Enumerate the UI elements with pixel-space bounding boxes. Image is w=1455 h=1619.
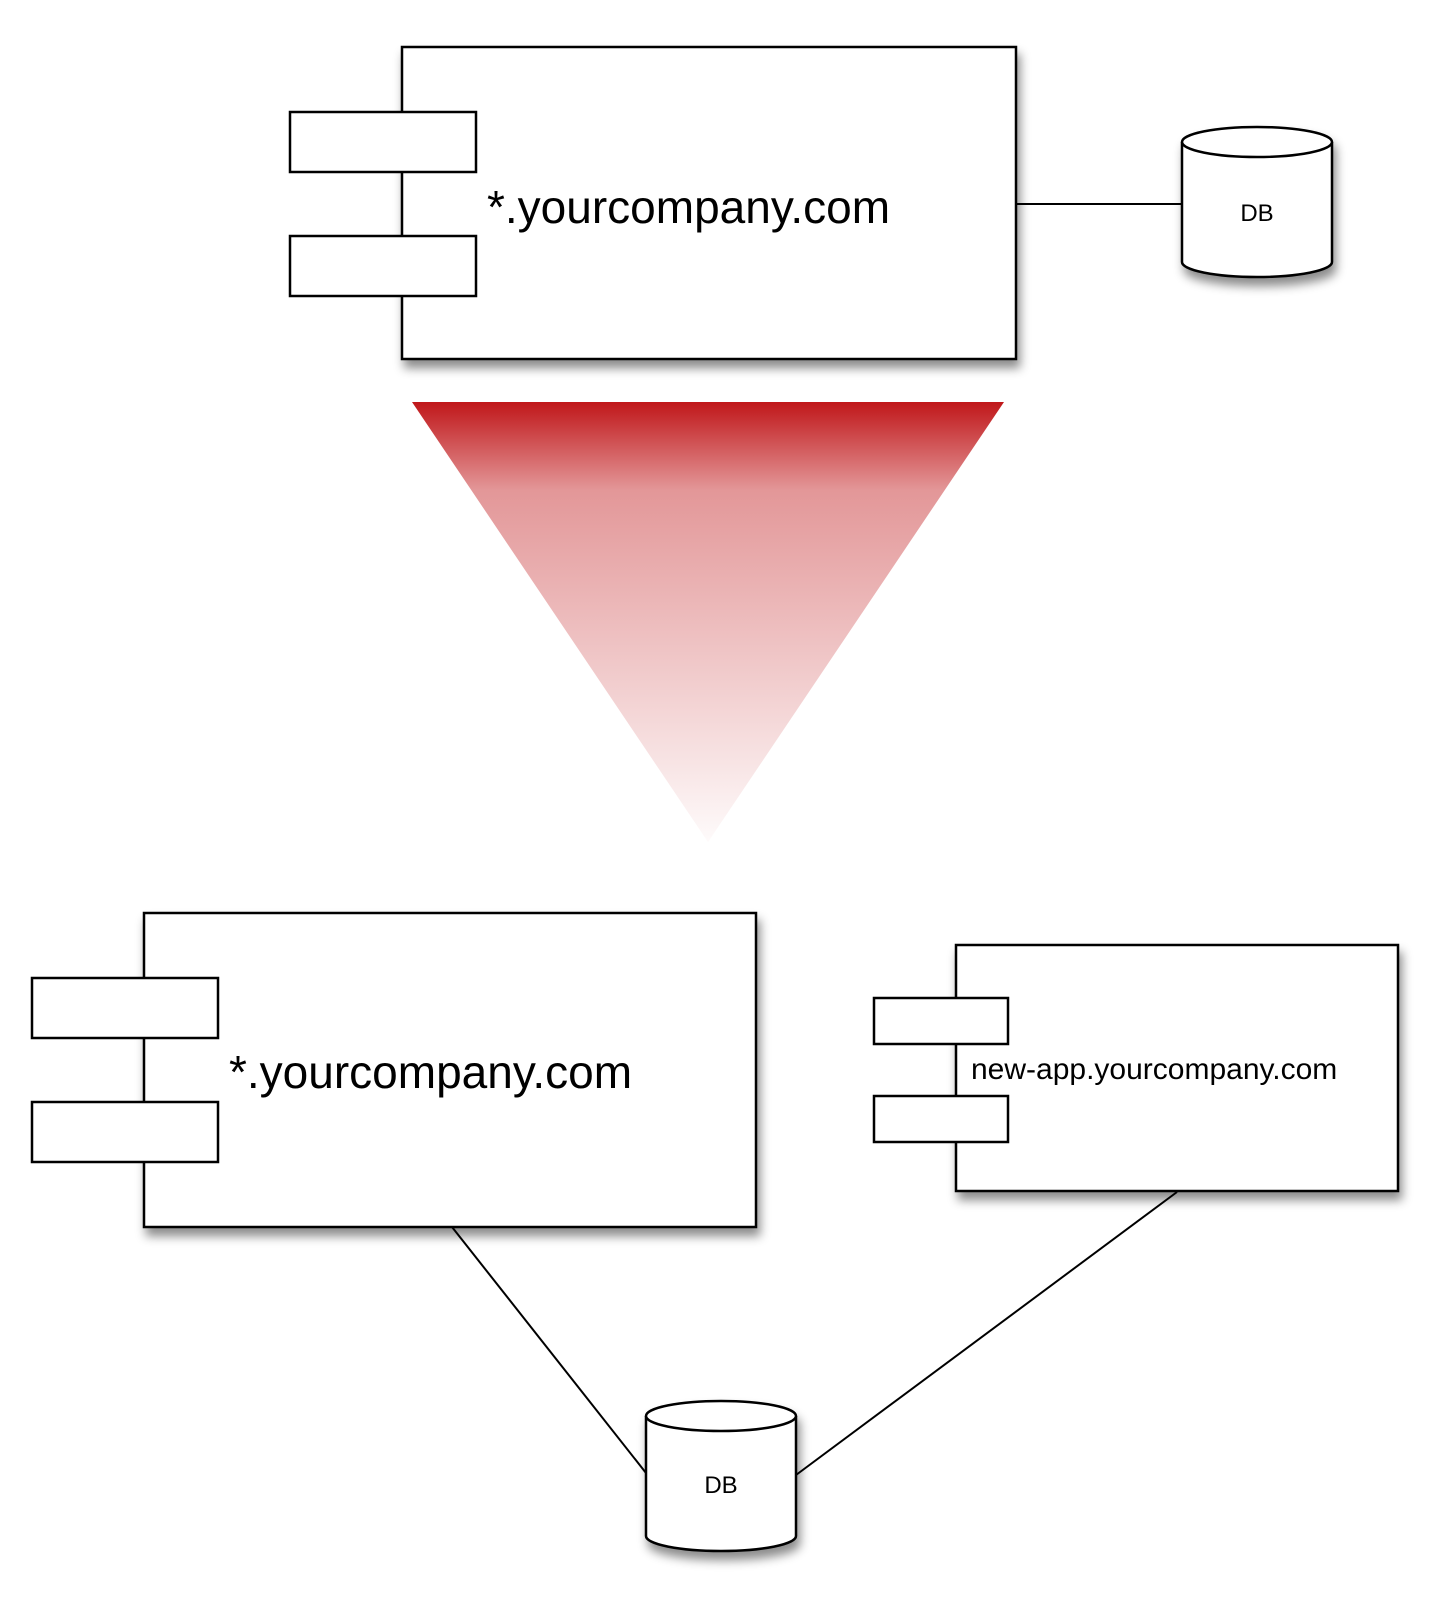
after-db-label: DB (704, 1472, 737, 1499)
after-component-left[interactable]: *.yourcompany.com (30, 911, 758, 1229)
before-component-box (400, 45, 1018, 361)
component-port-icon (30, 1100, 220, 1164)
before-component-label: *.yourcompany.com (487, 181, 890, 233)
before-database[interactable] (1180, 125, 1334, 279)
database-cylinder-icon (1180, 142, 1334, 279)
after-component-left-label: *.yourcompany.com (229, 1046, 632, 1098)
before-section: *.yourcompany.com DB (288, 45, 1334, 361)
database-cylinder-icon (644, 1416, 798, 1553)
database-cylinder-top (644, 1399, 798, 1433)
component-port-icon (30, 976, 220, 1040)
after-component-right-label: new-app.yourcompany.com (971, 1053, 1337, 1086)
database-cylinder-top (1180, 125, 1334, 159)
after-component-right-box (954, 943, 1400, 1193)
before-component[interactable]: *.yourcompany.com (288, 45, 1018, 361)
before-db-label: DB (1240, 200, 1273, 227)
component-port-icon (288, 110, 478, 174)
after-section: *.yourcompany.com new-app.yourcompany.co… (30, 911, 1400, 1553)
downward-triangle-arrow-icon (412, 402, 1004, 842)
after-component-right[interactable]: new-app.yourcompany.com (872, 943, 1400, 1193)
after-component-left-box (142, 911, 758, 1229)
after-connector-right (795, 1191, 1178, 1476)
after-connector-left (451, 1226, 647, 1474)
component-port-icon (872, 996, 1010, 1046)
after-database[interactable] (644, 1399, 798, 1553)
component-port-icon (288, 234, 478, 298)
component-port-icon (872, 1094, 1010, 1144)
